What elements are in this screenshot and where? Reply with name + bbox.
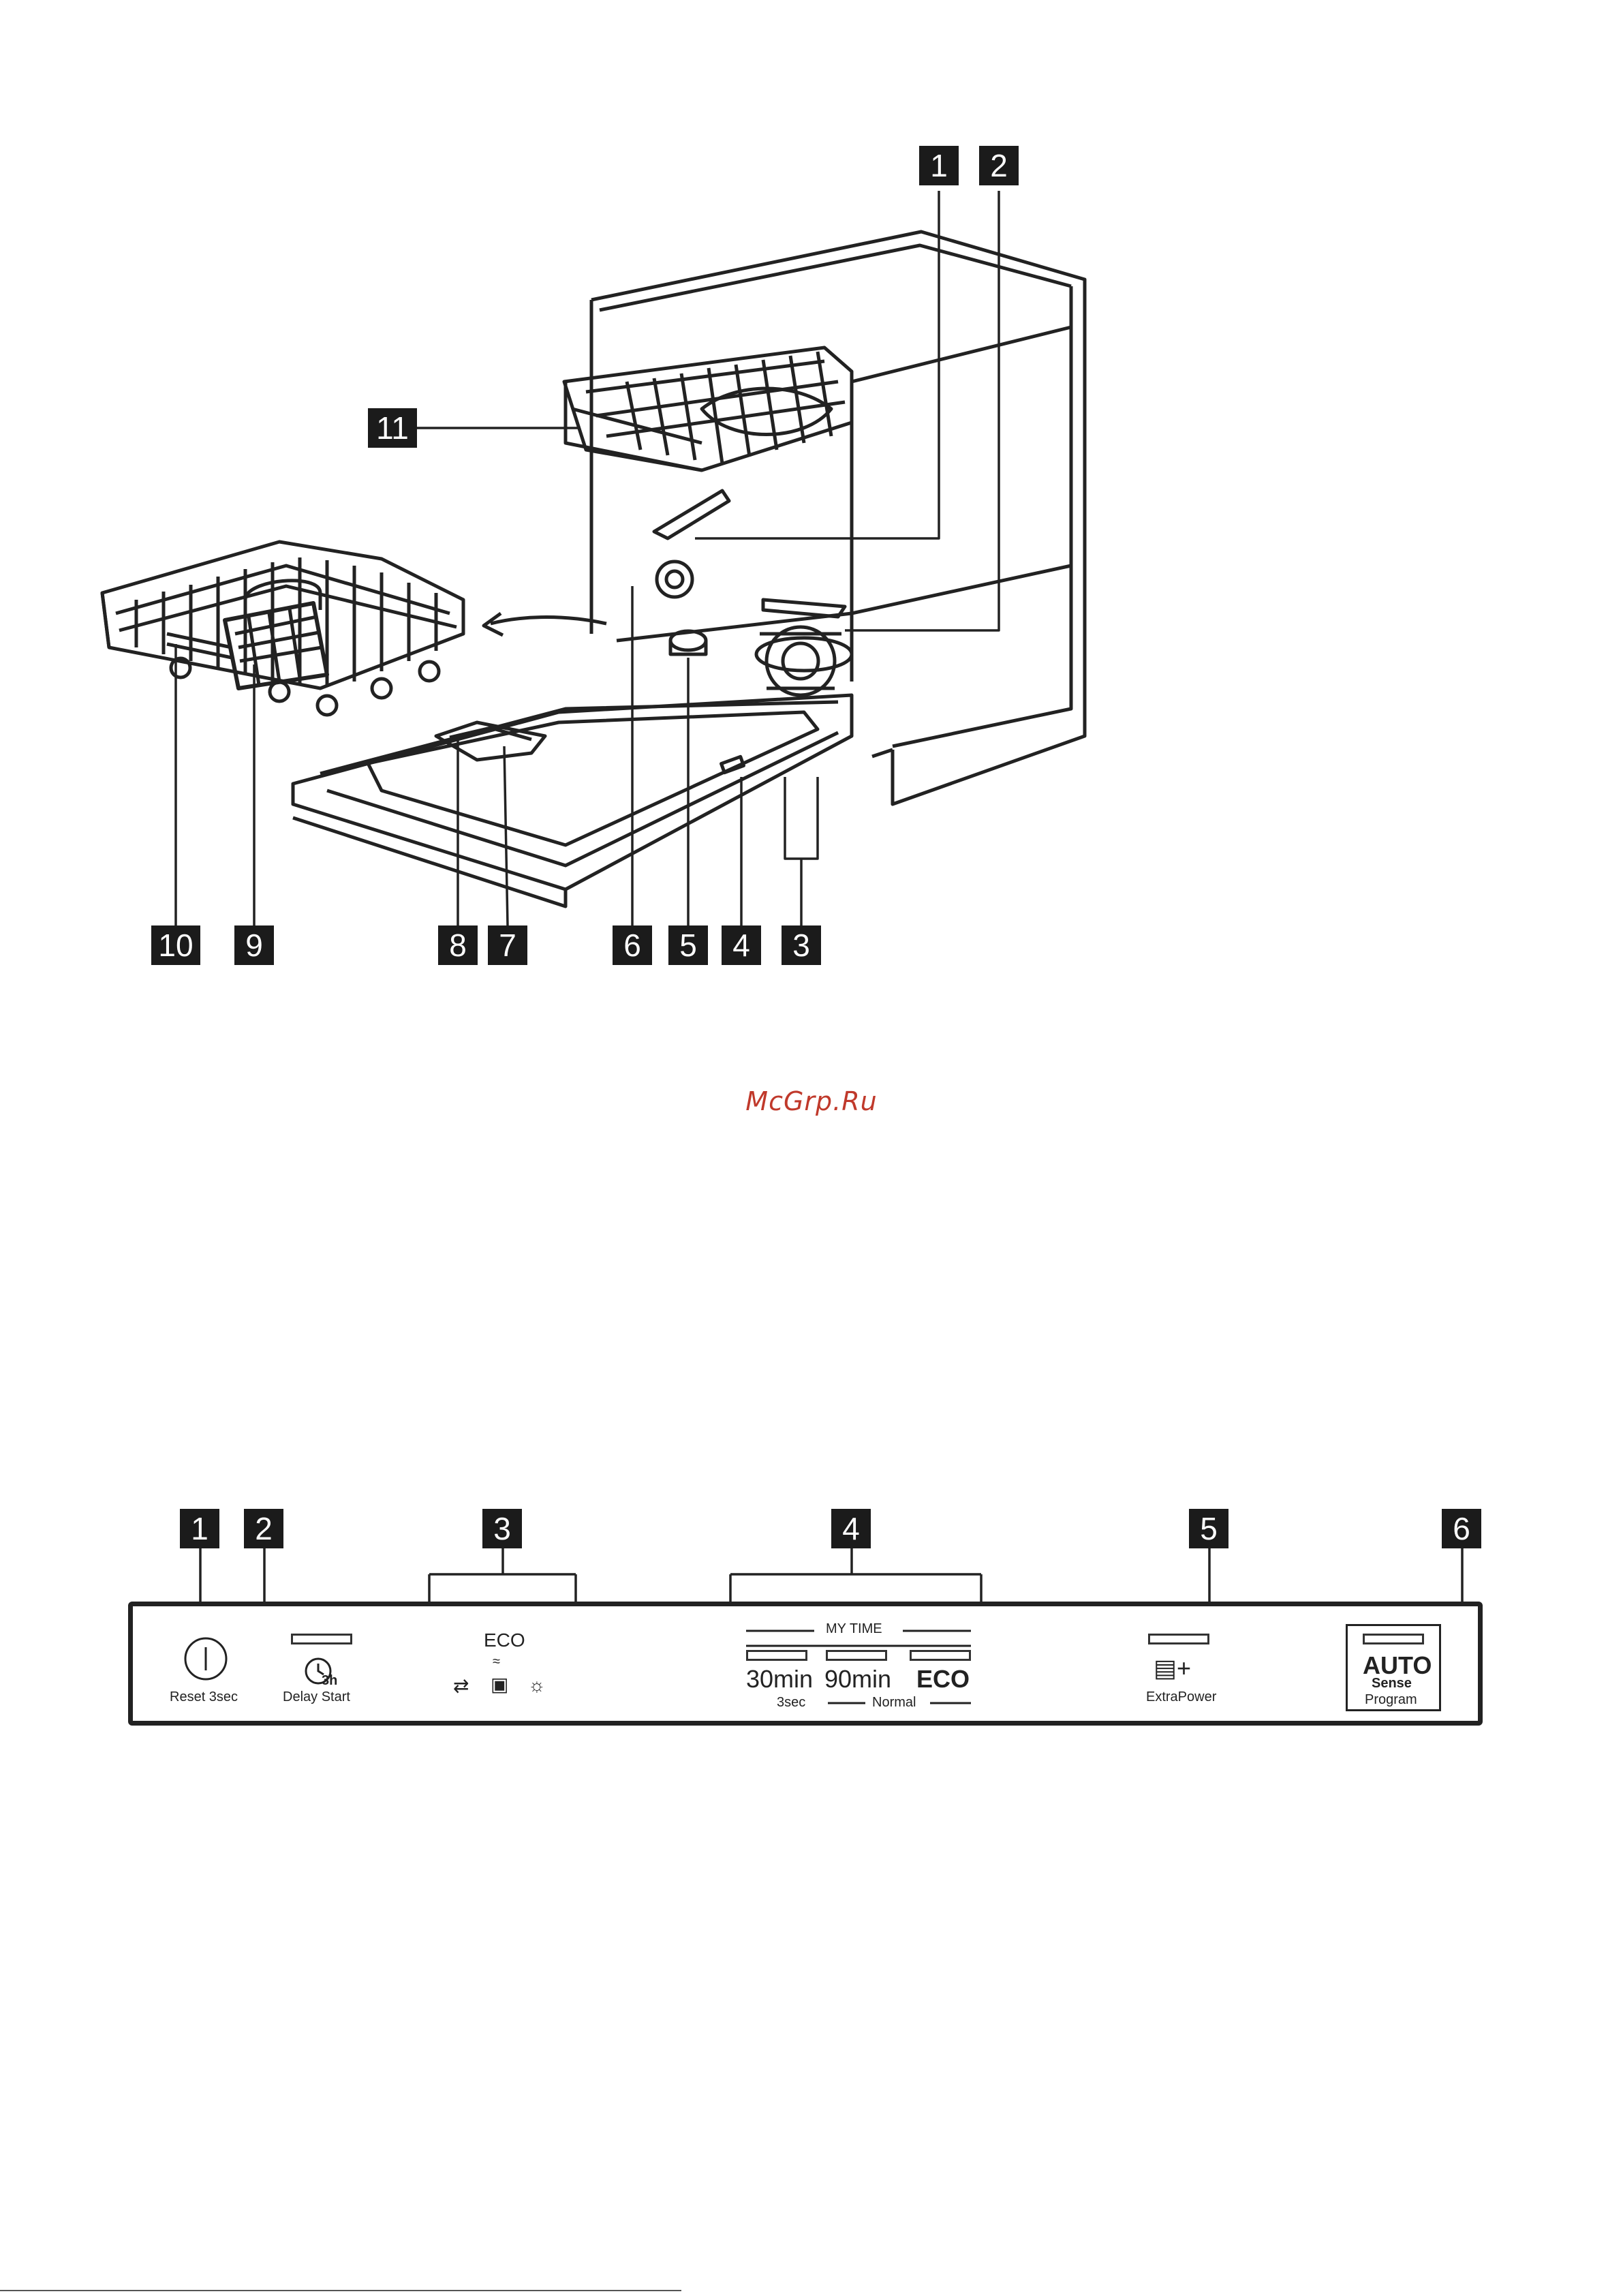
panel-callout-5: 5 [1189,1509,1228,1548]
program-eco[interactable]: ECO [916,1665,970,1694]
salt-icon: ▣ [491,1673,508,1696]
panel-callout-4: 4 [831,1509,871,1548]
30min-indicator [746,1650,807,1661]
program-90min[interactable]: 90min [824,1665,891,1694]
control-panel: Reset 3sec 3h Delay Start ECO ≈ ⇄ ▣ ☼ MY… [128,1602,1483,1726]
delay-label: Delay Start [283,1689,350,1705]
footer-divider [0,2290,681,2291]
normal-lines [828,1696,971,1710]
panel-callout-6: 6 [1442,1509,1481,1548]
auto-indicator [1363,1634,1424,1644]
program-30min[interactable]: 30min [746,1665,813,1694]
reset-label: Reset 3sec [170,1689,238,1705]
panel-callout-3: 3 [482,1509,522,1548]
panel-callout-2: 2 [244,1509,283,1548]
panel-leaders [0,0,1623,1772]
extrapower-label: ExtraPower [1146,1689,1216,1705]
90min-indicator [826,1650,887,1661]
program-label: Program [1365,1692,1417,1708]
power-icon[interactable] [182,1635,230,1683]
delay-indicator [291,1634,352,1644]
rinse-aid-icon: ⇄ [453,1674,469,1697]
sense-label: Sense [1372,1676,1412,1692]
extrapower-icon[interactable]: ▤+ [1154,1654,1191,1683]
eco-program-indicator [910,1650,971,1661]
eco-heat-icon: ≈ [493,1654,500,1670]
eco-indicator-label: ECO [484,1629,525,1651]
extrapower-indicator [1148,1634,1209,1644]
delay-icon-text: 3h [322,1673,337,1689]
3sec-label: 3sec [777,1695,805,1711]
mytime-label: MY TIME [826,1621,882,1637]
panel-callout-1: 1 [180,1509,219,1548]
end-light-icon: ☼ [528,1674,546,1696]
